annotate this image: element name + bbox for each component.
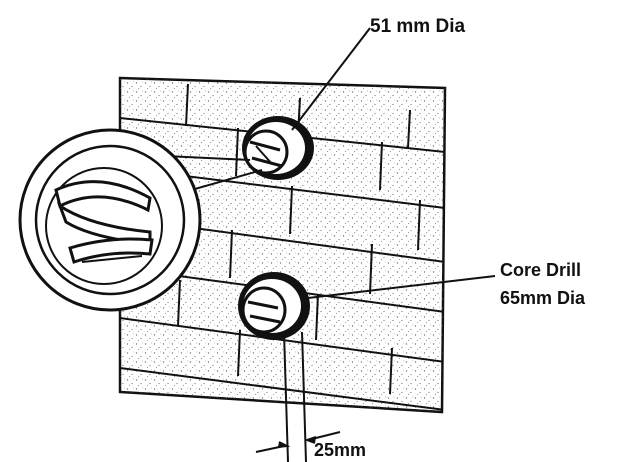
magnified-grille-detail xyxy=(18,128,263,312)
leader-lines xyxy=(291,27,496,299)
top-vent-grille xyxy=(242,116,314,180)
bottom-vent-grille xyxy=(238,272,310,340)
core-drill-label: Core Drill xyxy=(500,260,581,280)
core-drill-diameter-label: 65mm Dia xyxy=(500,288,586,308)
top-vent-label: 51 mm Dia xyxy=(370,16,465,37)
core-drill-leader xyxy=(307,275,496,299)
top-vent-leader xyxy=(291,27,371,131)
dimension-label: 25mm xyxy=(314,440,366,460)
pipe-dimension xyxy=(255,331,341,462)
